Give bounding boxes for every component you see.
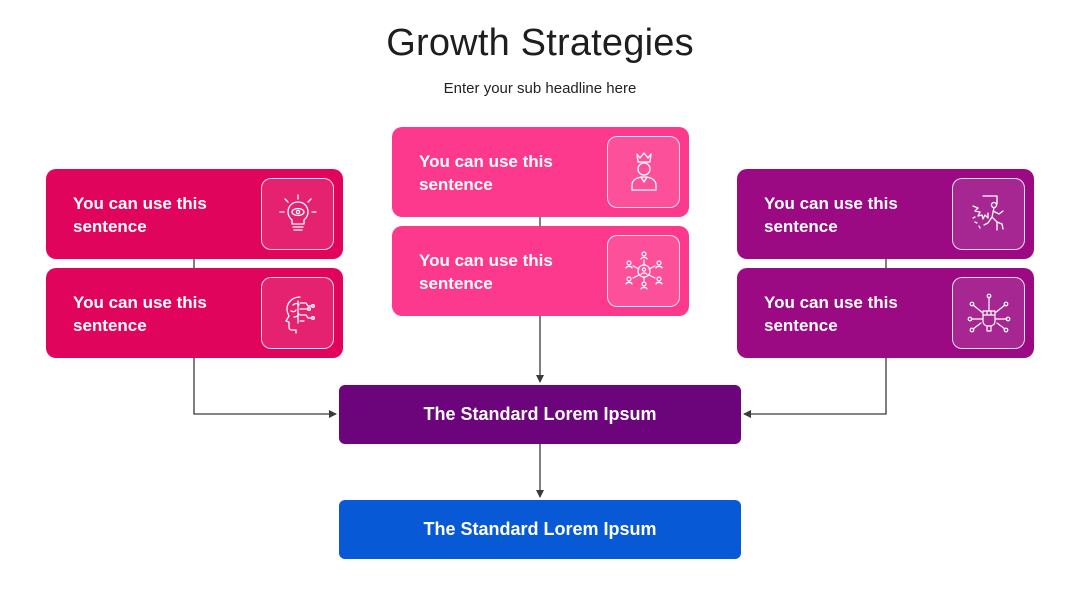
brain-head-icon [261, 277, 334, 349]
fist-connections-icon [952, 277, 1025, 349]
card-right-top[interactable]: You can use this sentence [737, 169, 1034, 259]
card-left-bottom[interactable]: You can use this sentence [46, 268, 343, 358]
card-label: You can use this sentence [73, 293, 207, 335]
card-label: You can use this sentence [73, 194, 207, 236]
card-left-top[interactable]: You can use this sentence [46, 169, 343, 259]
card-center-top[interactable]: You can use this sentence [392, 127, 689, 217]
card-label: You can use this sentence [764, 293, 898, 335]
page-title: Growth Strategies [386, 22, 694, 64]
idea-bulb-eye-icon [261, 178, 334, 250]
card-label: You can use this sentence [764, 194, 898, 236]
leader-crown-icon [607, 136, 680, 208]
result-box[interactable]: The Standard Lorem Ipsum [339, 500, 741, 559]
card-right-bottom[interactable]: You can use this sentence [737, 268, 1034, 358]
card-label: You can use this sentence [419, 251, 553, 293]
breaking-barrier-icon [952, 178, 1025, 250]
hub-box[interactable]: The Standard Lorem Ipsum [339, 385, 741, 444]
network-people-icon [607, 235, 680, 307]
page-subtitle: Enter your sub headline here [443, 80, 637, 97]
card-center-bottom[interactable]: You can use this sentence [392, 226, 689, 316]
card-label: You can use this sentence [419, 152, 553, 194]
